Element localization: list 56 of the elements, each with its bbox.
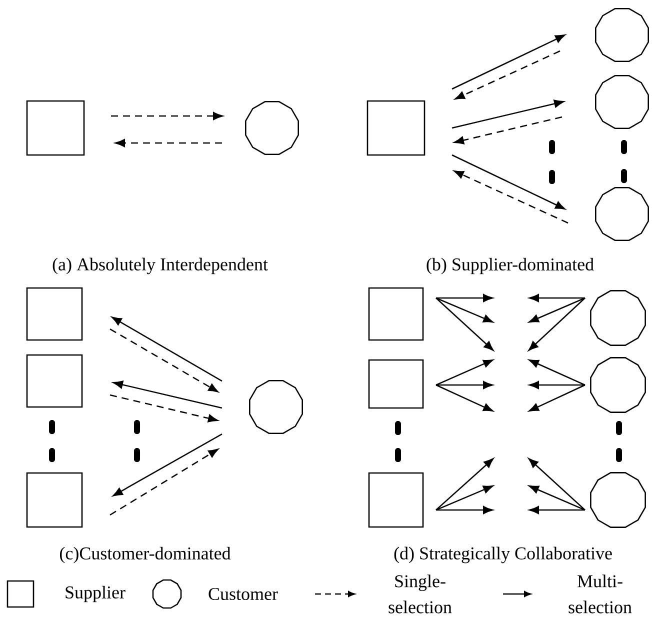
panel-caption: (d) Strategically Collaborative bbox=[394, 546, 612, 564]
supplier-square bbox=[26, 100, 85, 156]
arrow bbox=[112, 380, 222, 409]
arrow bbox=[436, 298, 494, 351]
arrow bbox=[111, 112, 223, 120]
arrow bbox=[454, 170, 568, 224]
arrow bbox=[529, 506, 585, 514]
arrow bbox=[529, 294, 585, 302]
supplier-square bbox=[26, 287, 83, 341]
customer-polygon bbox=[595, 187, 649, 241]
customer-polygon bbox=[245, 101, 299, 155]
supplier-square bbox=[26, 354, 83, 408]
panel-caption: (a) Absolutely Interdependent bbox=[52, 258, 268, 274]
customer-polygon bbox=[249, 380, 303, 434]
supplier-square bbox=[26, 472, 83, 528]
arrow bbox=[436, 384, 494, 412]
arrow bbox=[528, 298, 586, 351]
arrow bbox=[436, 294, 493, 302]
panel-caption: (b) Supplier-dominated bbox=[426, 258, 594, 274]
customer-polygon bbox=[595, 75, 649, 129]
legend-label: Multi-selection bbox=[568, 574, 632, 614]
legend-label: Single-selection bbox=[388, 574, 452, 614]
legend-label: Customer bbox=[208, 588, 278, 600]
arrow bbox=[115, 138, 222, 148]
arrow bbox=[436, 359, 494, 386]
arrow bbox=[528, 458, 586, 510]
customer-polygon bbox=[590, 290, 646, 346]
supplier-square bbox=[368, 359, 424, 409]
supplier-square bbox=[368, 287, 424, 341]
arrow bbox=[436, 297, 494, 323]
customer-polygon bbox=[590, 357, 646, 413]
arrow bbox=[452, 100, 564, 129]
arrow bbox=[112, 316, 222, 382]
arrow bbox=[112, 433, 222, 496]
arrow bbox=[452, 154, 566, 210]
arrow bbox=[529, 381, 585, 390]
arrow bbox=[110, 328, 218, 392]
supplier-square bbox=[368, 472, 424, 528]
arrow bbox=[436, 485, 494, 511]
panel-caption: (c)Customer-dominated bbox=[60, 546, 231, 564]
arrow bbox=[436, 381, 493, 390]
arrow bbox=[528, 485, 586, 511]
supplier-square bbox=[366, 100, 426, 156]
legend-label: Supplier bbox=[66, 586, 126, 602]
arrow bbox=[454, 50, 560, 100]
arrow bbox=[528, 297, 586, 323]
arrow bbox=[452, 34, 566, 90]
arrow bbox=[454, 116, 562, 144]
arrow bbox=[436, 458, 494, 510]
customer-polygon bbox=[590, 472, 646, 528]
arrow bbox=[528, 359, 586, 386]
arrow bbox=[110, 394, 218, 422]
arrow bbox=[436, 506, 493, 514]
customer-polygon bbox=[595, 8, 649, 62]
arrow bbox=[528, 384, 586, 412]
arrow bbox=[110, 448, 218, 516]
